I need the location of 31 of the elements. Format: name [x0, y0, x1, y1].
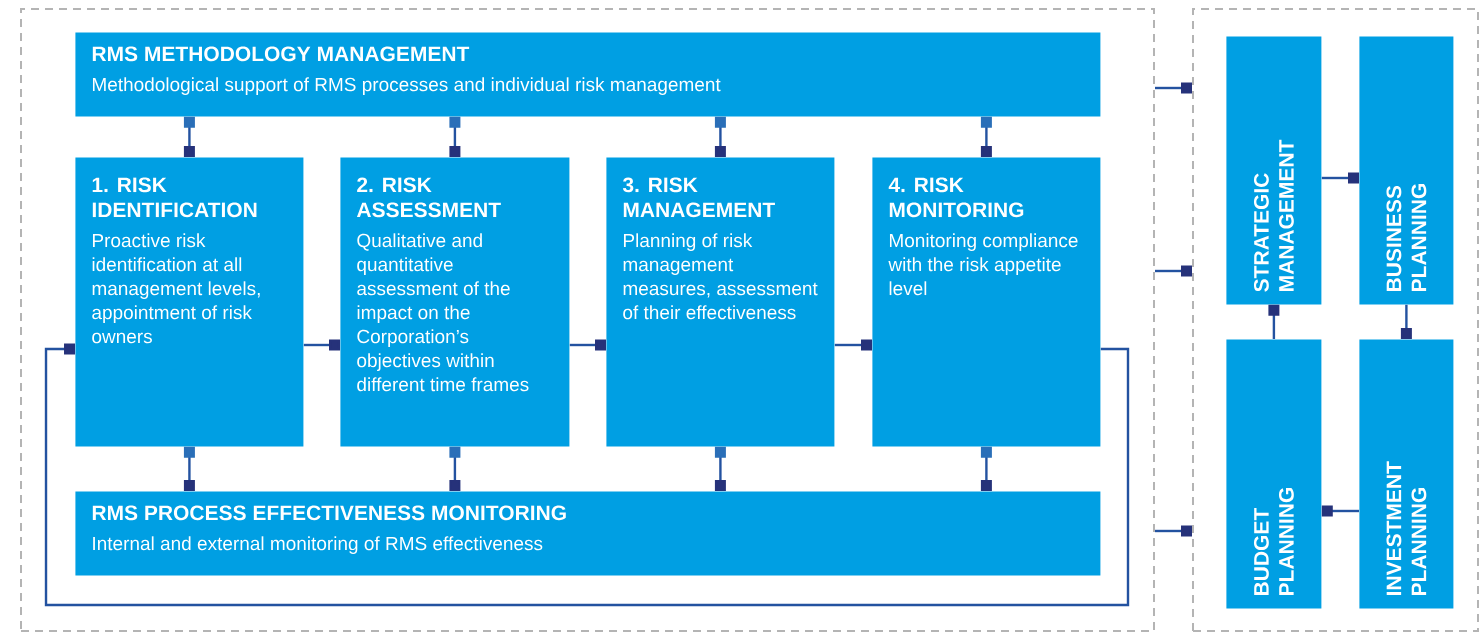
planning-box: INVESTMENT PLANNING	[1359, 339, 1454, 609]
connector	[980, 116, 992, 157]
step-box: 3. RISK MANAGEMENT Planning of risk management measures, assessment of their effectiveness	[606, 157, 835, 447]
connector	[1400, 304, 1412, 339]
connector	[714, 446, 726, 491]
connector	[44, 343, 1130, 607]
connector	[1155, 82, 1192, 94]
connector	[1321, 172, 1359, 184]
connector	[449, 446, 461, 491]
step-box: 2. RISK ASSESSMENT Qualitative and quantitative assessment of the impact on the Corporation’s objectives within different time frames	[340, 157, 570, 447]
step-box: 1. RISK IDENTIFICATION Proactive risk identification at all management levels, appointment of risk owners	[75, 157, 304, 447]
connector	[183, 446, 195, 491]
connector	[1155, 265, 1192, 277]
process-box: RMS PROCESS EFFECTIVENESS MONITORING Internal and external monitoring of RMS effectiveness	[75, 491, 1101, 576]
connector	[183, 116, 195, 157]
planning-box: STRATEGIC MANAGEMENT	[1226, 36, 1322, 305]
dashed-frame	[20, 8, 1155, 632]
connector	[834, 339, 872, 351]
connector	[303, 339, 340, 351]
connector	[449, 116, 461, 157]
connector	[714, 116, 726, 157]
connector	[1268, 304, 1280, 339]
connector	[980, 446, 992, 491]
process-box: RMS METHODOLOGY MANAGEMENT Methodological support of RMS processes and individual risk management	[75, 32, 1101, 117]
dashed-frame	[1192, 8, 1479, 632]
planning-box: BUSINESS PLANNING	[1359, 36, 1454, 305]
connector	[569, 339, 606, 351]
planning-box: BUDGET PLANNING	[1226, 339, 1322, 609]
connector	[1155, 525, 1192, 537]
step-box: 4. RISK MONITORING Monitoring compliance with the risk appetite level	[872, 157, 1101, 447]
connector	[1321, 505, 1359, 517]
